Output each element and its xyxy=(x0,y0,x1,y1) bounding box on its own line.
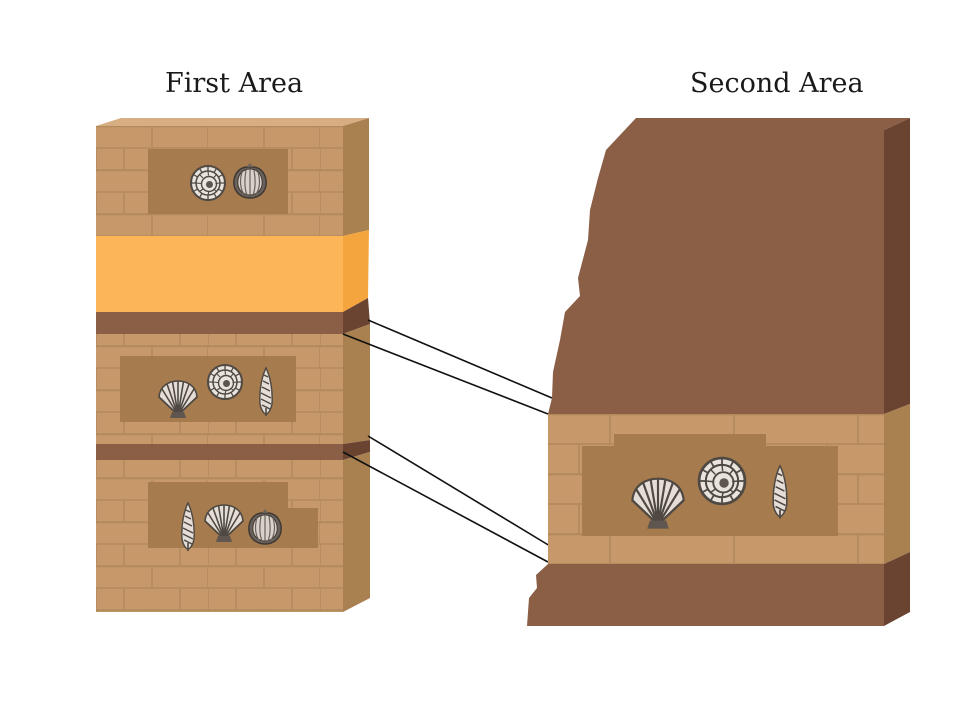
second-area-title: Second Area xyxy=(690,68,864,99)
lower-shale-base xyxy=(527,564,884,626)
shale-band-lower xyxy=(96,444,343,460)
sandstone-layer xyxy=(96,236,343,312)
first-area-title: First Area xyxy=(165,68,304,99)
correlation-lines xyxy=(342,319,553,563)
first-area-column xyxy=(96,118,370,612)
ammonite-icon xyxy=(697,456,747,506)
correlation-line xyxy=(367,435,551,547)
column-top-face xyxy=(96,118,369,126)
ammonite-icon xyxy=(207,364,243,400)
shale-band-upper xyxy=(96,312,343,334)
second-area-outcrop xyxy=(527,118,910,626)
correlation-line xyxy=(342,333,549,415)
ammonite-icon xyxy=(190,165,226,201)
upper-shale-cliff xyxy=(548,118,910,414)
correlation-line xyxy=(342,451,549,563)
correlation-line xyxy=(367,319,553,399)
